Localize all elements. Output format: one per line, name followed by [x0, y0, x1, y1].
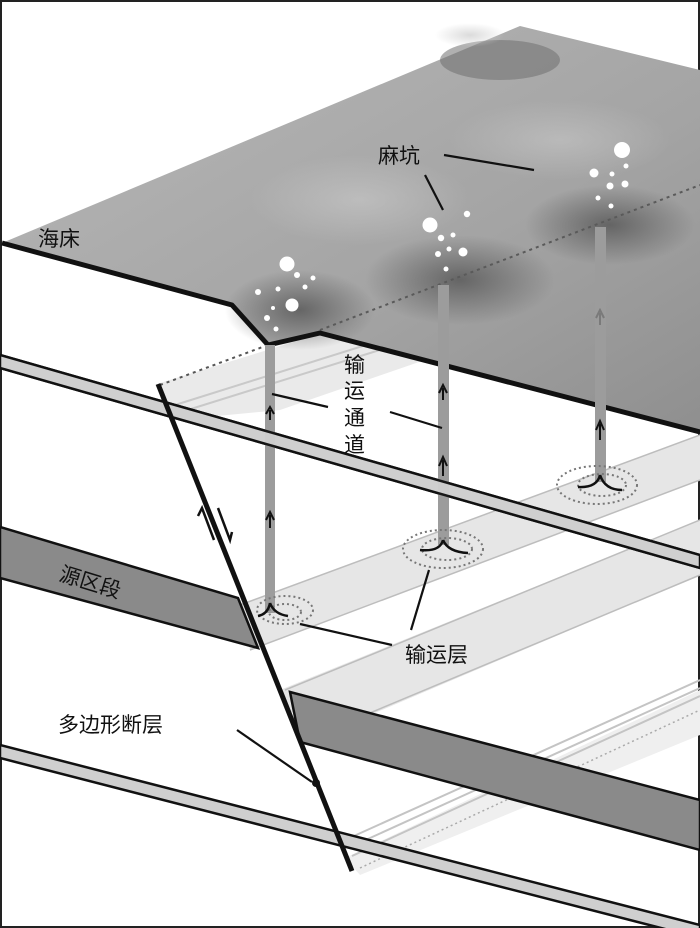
- leader-transport-2: [299, 622, 393, 647]
- label-channel-char-4: 道: [344, 433, 365, 457]
- label-polygonal-fault: 多边形断层: [58, 713, 163, 737]
- pockmark-bubbles-right: [589, 142, 630, 209]
- up-arrow-icon: [265, 509, 275, 528]
- source-roots: [256, 465, 638, 625]
- leader-lines: [236, 153, 535, 783]
- transport-band-lower: [240, 435, 700, 650]
- up-arrow-icon: [265, 404, 275, 420]
- pockmark-bubbles-left: [255, 256, 316, 332]
- label-channel-char-1: 输: [344, 353, 365, 377]
- leader-channel-left: [271, 392, 329, 409]
- up-arrow-icon: [438, 382, 448, 400]
- leader-fault: [236, 729, 313, 783]
- leader-transport-1: [409, 569, 431, 631]
- root-forks: [257, 474, 623, 618]
- polygonal-fault: [155, 383, 355, 872]
- label-seabed: 海床: [38, 227, 80, 251]
- up-arrow-icon: [595, 307, 605, 325]
- upper-horizon-front: [0, 353, 700, 570]
- source-band-left: [0, 525, 261, 650]
- leader-pockmark-2: [424, 174, 444, 211]
- pockmark-bubbles-middle: [422, 210, 471, 272]
- label-transport-layer: 输运层: [405, 643, 468, 667]
- transport-channel-left: [265, 345, 275, 613]
- leader-pockmark-1: [443, 153, 535, 172]
- leader-channel-right: [389, 410, 443, 430]
- transport-channel-right: [595, 227, 606, 482]
- source-section-layer: [0, 525, 700, 852]
- transport-band-main: [280, 520, 700, 715]
- block-edge-dashed: [159, 344, 269, 386]
- label-channel-char-3: 通: [344, 406, 365, 430]
- double-half-arrow-icon: [196, 504, 234, 545]
- source-band-right: [288, 690, 700, 852]
- transport-channel-middle: [438, 285, 449, 545]
- label-pockmarks: 麻坑: [378, 144, 420, 168]
- label-channel-char-2: 运: [344, 379, 365, 403]
- up-arrow-icon: [438, 454, 448, 476]
- up-arrow-icon: [595, 418, 605, 440]
- seabed-dashed-line: [319, 184, 700, 331]
